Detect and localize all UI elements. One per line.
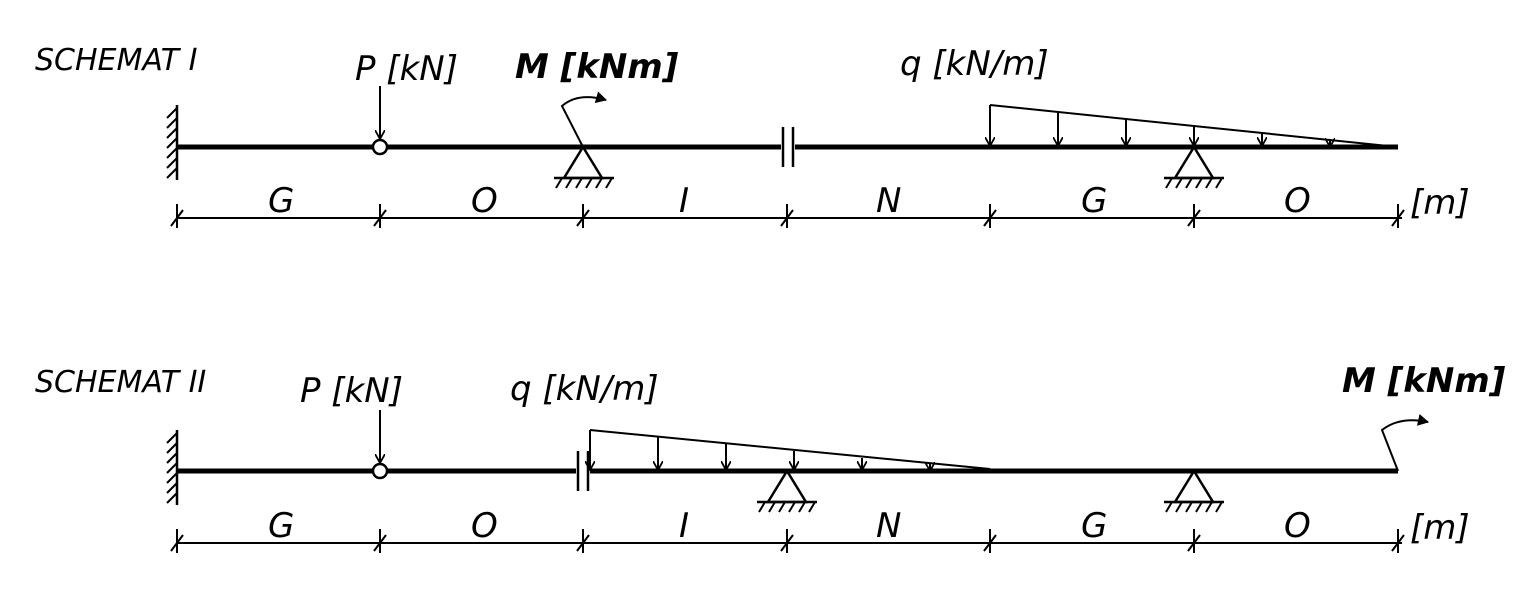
moment-label: M [kNm]: [515, 47, 679, 87]
segment-label: O: [1284, 181, 1311, 221]
pinned-support: [1164, 144, 1224, 189]
scheme-title: SCHEMAT I: [35, 43, 198, 78]
distributed-load: [590, 429, 991, 470]
pinned-support: [757, 468, 817, 513]
dimension-line: [170, 529, 1405, 553]
moment-load: [1380, 414, 1429, 472]
segment-label: O: [471, 506, 498, 546]
moment-label: M [kNm]: [1342, 361, 1506, 401]
hinge: [371, 138, 389, 156]
point-load-label: P [kN]: [300, 371, 403, 411]
segment-label: O: [1284, 506, 1311, 546]
segment-label: O: [471, 181, 498, 221]
dimension-line: [170, 204, 1405, 228]
segment-label: I: [679, 506, 689, 546]
scheme-title: SCHEMAT II: [35, 365, 206, 400]
unit-label: [m]: [1410, 508, 1470, 548]
distributed-load-label: q [kN/m]: [510, 369, 659, 409]
pinned-support: [1164, 468, 1224, 513]
segment-label: N: [876, 506, 901, 546]
hinge: [371, 462, 389, 480]
beam-joint: [781, 127, 795, 167]
segment-label: N: [876, 181, 901, 221]
segment-label: G: [268, 181, 294, 221]
distributed-load: [990, 104, 1399, 147]
moment-load: [560, 91, 607, 148]
segment-label: I: [679, 181, 689, 221]
unit-label: [m]: [1410, 183, 1470, 223]
fixed-support: [166, 105, 179, 180]
fixed-support: [166, 430, 179, 505]
distributed-load-label: q [kN/m]: [900, 44, 1049, 84]
segment-label: G: [1081, 181, 1107, 221]
scheme-2: SCHEMAT II P [kN]: [35, 361, 1506, 553]
scheme-1: SCHEMAT I P [kN]: [35, 43, 1470, 228]
pinned-support: [554, 144, 614, 189]
segment-label: G: [268, 506, 294, 546]
segment-label: G: [1081, 506, 1107, 546]
beam-joint: [576, 451, 590, 491]
point-load-label: P [kN]: [355, 49, 458, 89]
